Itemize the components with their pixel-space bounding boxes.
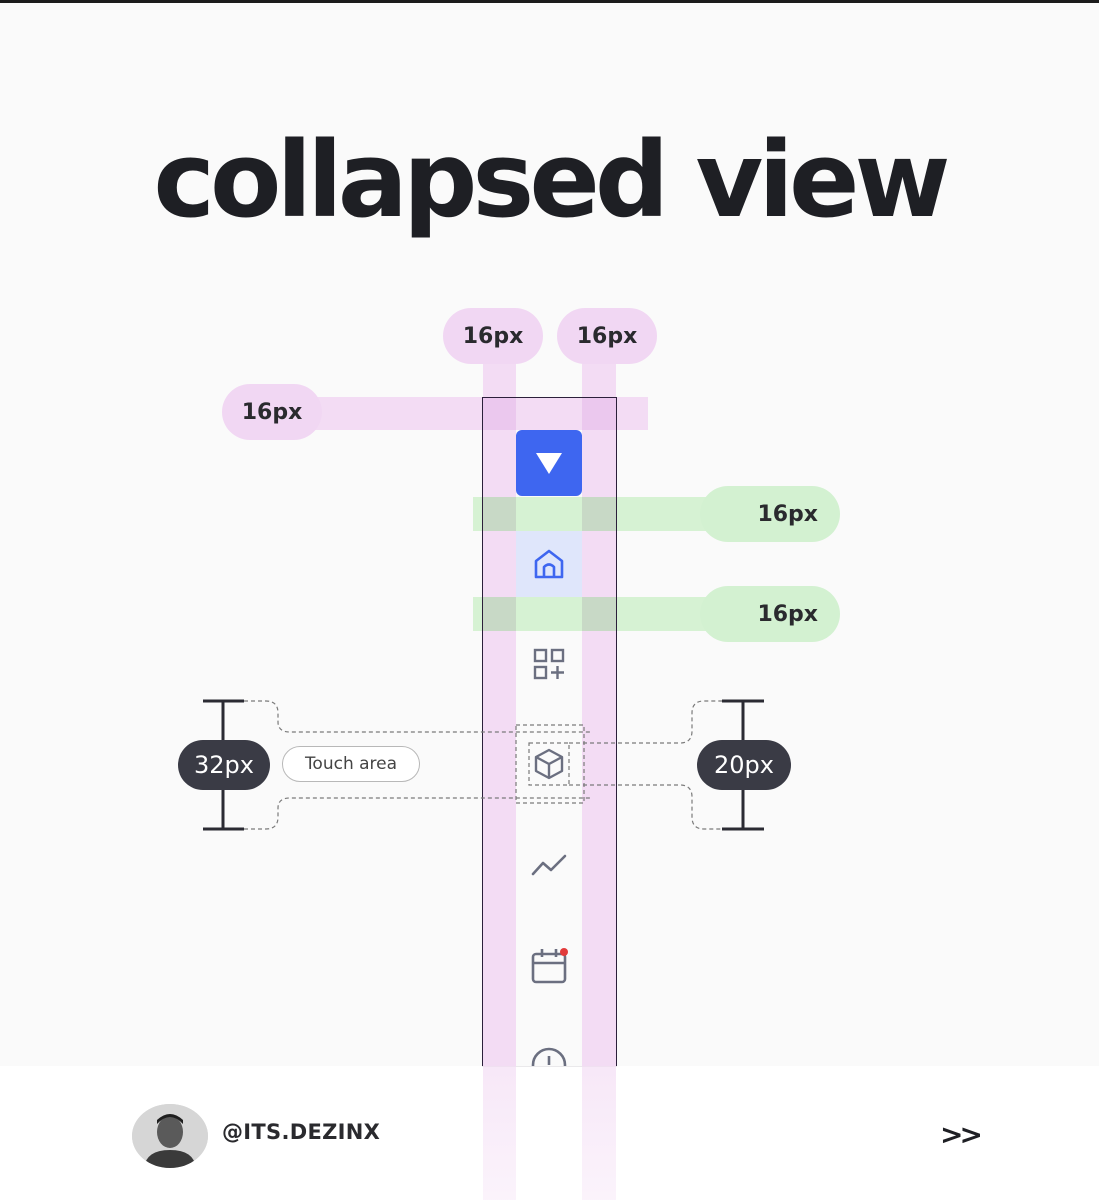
band-overlap-left [483, 397, 516, 430]
sidebar-fade-right [582, 1066, 616, 1200]
trend-icon[interactable] [530, 850, 568, 880]
clock-icon[interactable] [530, 1046, 568, 1066]
spacing-label-top-left: 16px [443, 308, 543, 364]
gap-label-1: 16px [700, 486, 840, 542]
right-padding-band [582, 360, 616, 1066]
gap-overlap-2b [582, 597, 616, 631]
touch-area-size-badge: 32px [178, 740, 270, 790]
page-title: collapsed view [153, 119, 950, 241]
spacing-label-left: 16px [222, 384, 322, 440]
home-icon [532, 547, 566, 581]
calendar-icon[interactable] [530, 946, 570, 986]
avatar[interactable] [132, 1104, 208, 1168]
brand-dropdown-icon [536, 453, 562, 474]
author-handle[interactable]: @ITS.DEZINX [222, 1120, 381, 1144]
spacing-label-top-right: 16px [557, 308, 657, 364]
brand-dropdown-button[interactable] [516, 430, 582, 496]
gap-overlap-1a [483, 497, 516, 531]
band-overlap-right [582, 397, 616, 430]
gap-overlap-2a [483, 597, 516, 631]
avatar-photo-icon [132, 1104, 208, 1168]
next-arrow-icon[interactable]: >> [940, 1118, 983, 1151]
left-padding-band [483, 360, 516, 1066]
grid-add-icon[interactable] [532, 647, 566, 681]
box-icon[interactable] [532, 747, 566, 781]
icon-size-badge: 20px [697, 740, 791, 790]
gap-label-2: 16px [700, 586, 840, 642]
sidebar-fade-left [483, 1066, 516, 1200]
touch-area-label: Touch area [282, 746, 420, 782]
top-rule [0, 0, 1099, 3]
gap-overlap-1b [582, 497, 616, 531]
